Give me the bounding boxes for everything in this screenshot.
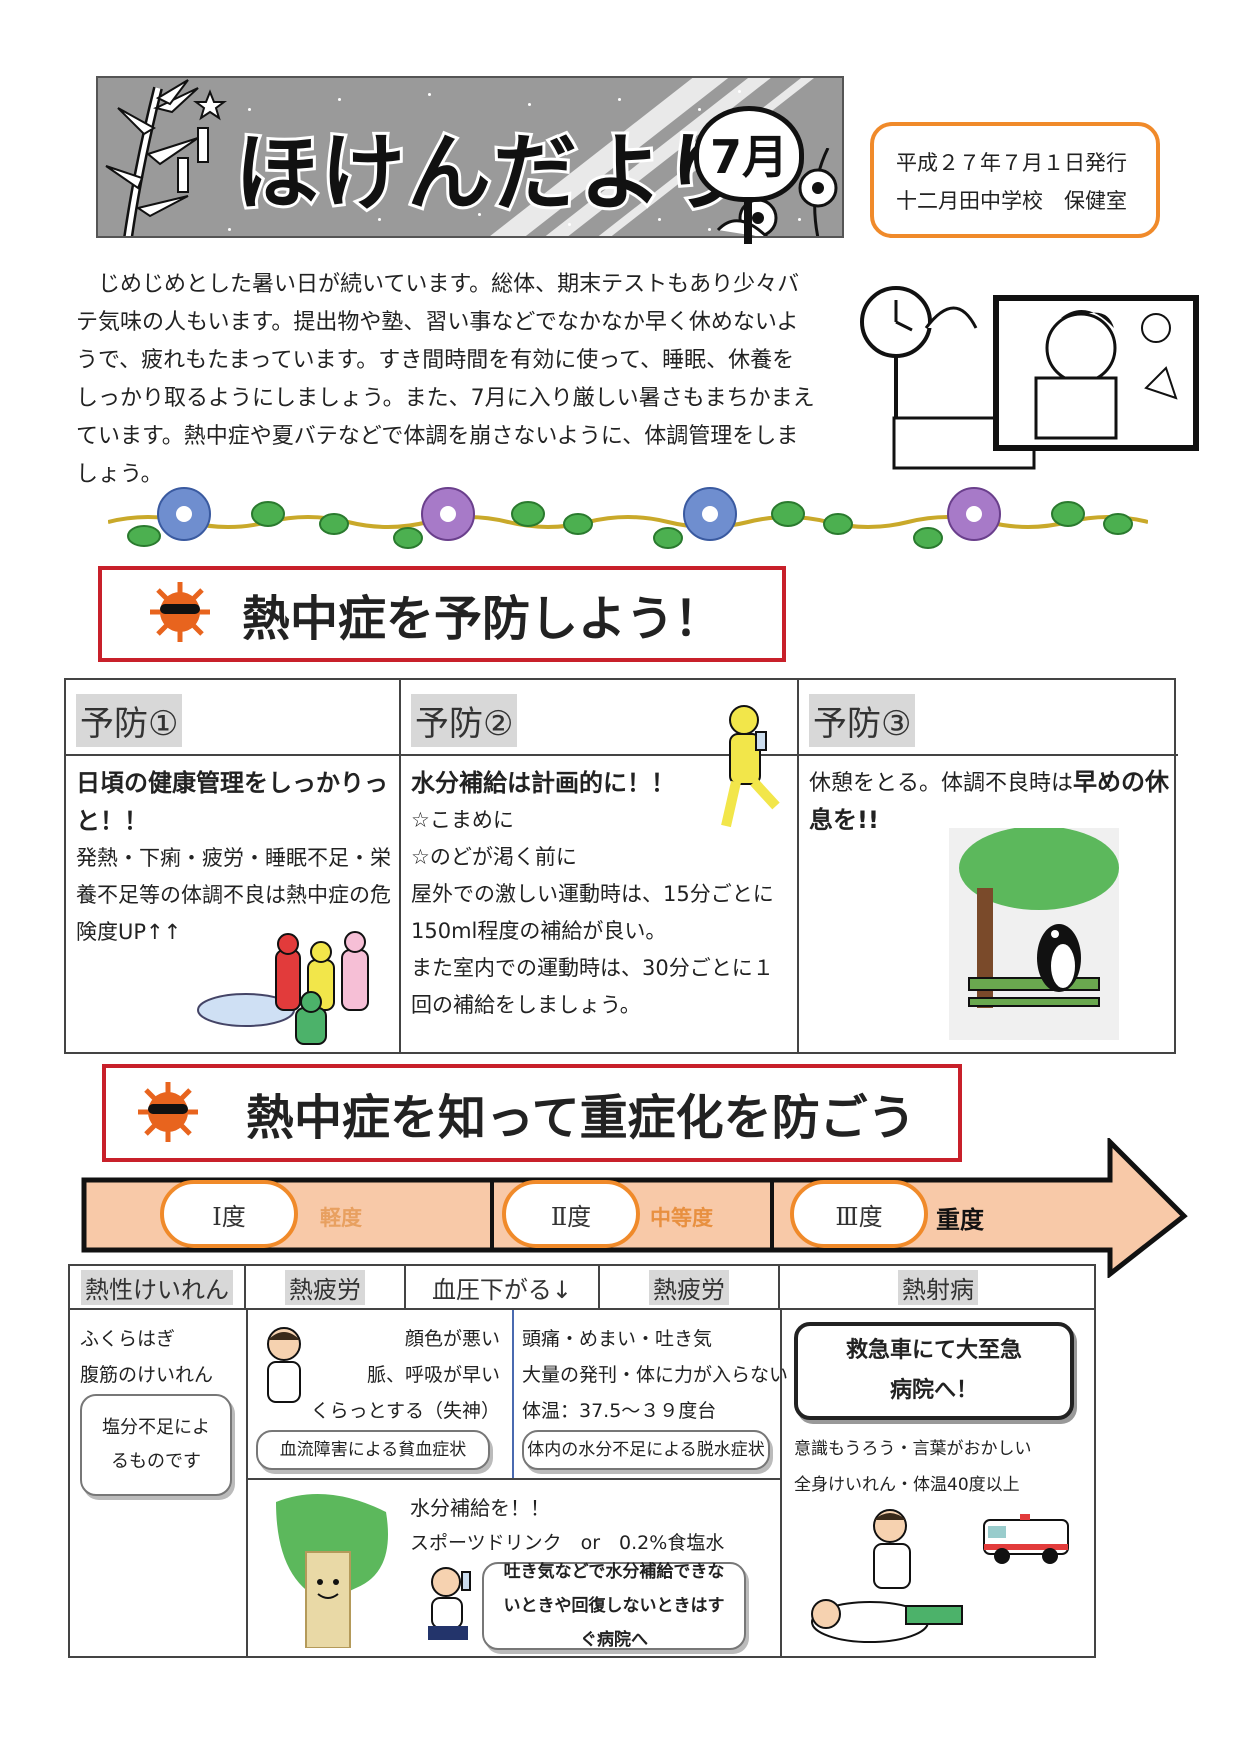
resting-students-illustration xyxy=(197,931,369,1045)
flower-icon xyxy=(157,487,1001,541)
level-3-label: 重度 xyxy=(936,1206,984,1234)
col-heat-cramps: 熱性けいれん xyxy=(81,1269,233,1305)
drinking-student-illustration xyxy=(428,1567,471,1640)
col-blood-pressure: 血圧下がる↓ xyxy=(431,1275,573,1304)
anemia-note: 血流障害による貧血症状 xyxy=(256,1430,490,1470)
col-heat-exhaustion-1: 熱疲労 xyxy=(285,1269,365,1305)
fan-handle xyxy=(744,198,752,244)
issuer: 十二月田中学校 保健室 xyxy=(896,189,1127,213)
prevention-1-body: 発熱・下痢・疲労・睡眠不足・栄養不足等の体調不良は熱中症の危険度UP↑↑ xyxy=(76,846,391,944)
prevention-1-cell: 予防① 日頃の健康管理をしっかりっと！！ 発熱・下痢・疲労・睡眠不足・栄養不足等… xyxy=(66,680,401,1052)
dehydration-symptom: 頭痛・めまい・吐き気 xyxy=(522,1328,713,1350)
prevention-table: 予防① 日頃の健康管理をしっかりっと！！ 発熱・下痢・疲労・睡眠不足・栄養不足等… xyxy=(64,678,1178,1054)
prevention-2-tag: 予防② xyxy=(411,694,518,747)
level-3-badge: Ⅲ度 xyxy=(790,1180,928,1248)
smiling-tree-illustration xyxy=(276,1494,388,1648)
exhaustion-symptom: くらっとする（失神） xyxy=(310,1400,500,1422)
sun-sunglasses-icon xyxy=(150,582,210,642)
section-know-heatstroke-header: 熱中症を知って重症化を防ごう xyxy=(102,1064,962,1162)
newsletter-title: ほけんだより xyxy=(232,121,750,225)
exhaustion-symptom: 脈、呼吸が早い xyxy=(366,1364,500,1386)
level-2-label: 中等度 xyxy=(650,1206,713,1230)
cramps-line: ふくらはぎ xyxy=(80,1328,176,1350)
exhaustion-symptom: 顔色が悪い xyxy=(404,1328,500,1350)
ambulance-icon xyxy=(983,1514,1069,1564)
first-aid-illustration xyxy=(811,1509,963,1643)
level-1-label: 軽度 xyxy=(320,1206,362,1230)
prevention-2-line: ☆のどが渇く前に xyxy=(411,845,577,869)
issue-info-box: 平成２７年７月１日発行 十二月田中学校 保健室 xyxy=(870,122,1160,238)
level-1-badge: Ⅰ度 xyxy=(160,1180,298,1248)
prevention-2-cell: 予防② 水分補給は計画的に！！ ☆こまめに ☆のどが渇く前に 屋外での激しい運動… xyxy=(401,680,799,1052)
cramps-line: 腹筋のけいれん xyxy=(80,1364,214,1386)
prevention-3-cell: 予防③ 休憩をとる。体調不良時は早めの休息を!! xyxy=(799,680,1178,1052)
morning-glory-icon xyxy=(716,148,838,236)
hospital-advice-note: 吐き気などで水分補給できないときや回復しないときはすぐ病院へ xyxy=(482,1562,746,1650)
bamboo-icon xyxy=(105,79,227,236)
prevention-3-emphasis: 早めの休息を!! xyxy=(809,768,1170,834)
penguin-resting-under-tree-illustration xyxy=(949,828,1119,1040)
ambulance-alert: 救急車にて大至急病院へ！ xyxy=(794,1322,1074,1420)
dehydration-note: 体内の水分不足による脱水症状 xyxy=(522,1430,770,1470)
prevention-1-heading: 日頃の健康管理をしっかりっと！！ xyxy=(76,769,388,835)
hydration-title: 水分補給を！！ xyxy=(410,1496,550,1520)
prevention-2-heading: 水分補給は計画的に！！ xyxy=(411,769,675,797)
prevention-2-line: ☆こまめに xyxy=(411,808,514,832)
prevention-3-body: 休憩をとる。体調不良時は xyxy=(809,771,1074,796)
morning-glory-vine-divider xyxy=(108,487,1148,549)
prevention-2-line: また室内での運動時は、30分ごとに１回の補給をしましょう。 xyxy=(411,956,774,1017)
issue-date: 平成２７年７月１日発行 xyxy=(896,151,1127,175)
prevention-1-tag: 予防① xyxy=(76,694,183,747)
dehydration-symptom: 大量の発刊・体に力が入らない xyxy=(522,1364,789,1386)
prevention-3-tag: 予防③ xyxy=(809,694,916,747)
studying-student-illustration xyxy=(860,286,1199,470)
heatstroke-symptom: 全身けいれん・体温40度以上 xyxy=(794,1475,1020,1495)
cramps-note: 塩分不足によるものです xyxy=(80,1394,232,1496)
intro-paragraph: じめじめとした暑い日が続いています。総体、期末テストもあり少々バテ気味の人もいま… xyxy=(76,272,815,487)
dehydration-symptom: 体温：37.5～３９度台 xyxy=(522,1400,717,1422)
dizzy-student-illustration xyxy=(267,1327,301,1403)
sun-sunglasses-icon xyxy=(138,1082,198,1142)
section-prevent-heatstroke-header: 熱中症を予防しよう！ xyxy=(98,566,786,662)
section-title: 熱中症を知って重症化を防ごう xyxy=(246,1090,916,1146)
month-badge: 7月 xyxy=(694,106,804,202)
level-2-badge: Ⅱ度 xyxy=(502,1180,640,1248)
col-heat-exhaustion-2: 熱疲労 xyxy=(649,1269,729,1305)
heatstroke-symptom: 意識もうろう・言葉がおかしい xyxy=(794,1439,1032,1459)
section-title: 熱中症を予防しよう！ xyxy=(242,591,723,647)
prevention-2-line: 屋外での激しい運動時は、15分ごとに150ml程度の補給が良い。 xyxy=(411,882,774,943)
symptoms-table: 熱性けいれん 熱疲労 血圧下がる↓ 熱疲労 熱射病 ふくらはぎ 腹筋のけいれん … xyxy=(68,1264,1096,1658)
col-heat-stroke: 熱射病 xyxy=(898,1269,978,1305)
yellow-runner-drinking-illustration xyxy=(721,705,780,828)
hydration-drink: スポーツドリンク or 0.2%食塩水 xyxy=(410,1532,725,1554)
